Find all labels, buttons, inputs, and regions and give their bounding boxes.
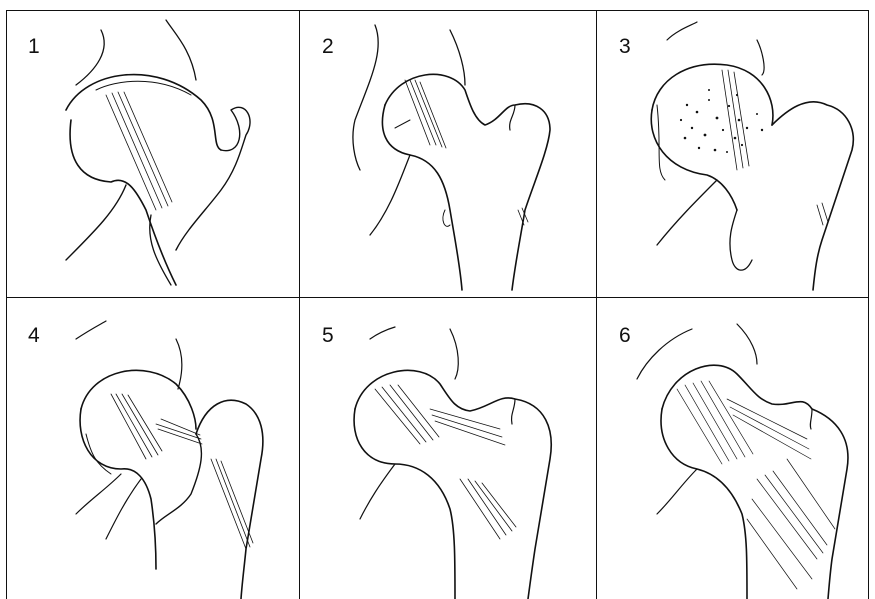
- femur-stage-1-drawing: [6, 10, 299, 297]
- panel-4: 4: [6, 299, 299, 599]
- grid-border-top: [6, 10, 869, 11]
- panel-3: 3: [597, 10, 869, 297]
- femur-stage-4-drawing: [6, 299, 299, 599]
- grid-border-right: [868, 10, 869, 599]
- grid-border-col-2: [596, 10, 597, 599]
- femur-stage-5-drawing: [300, 299, 596, 599]
- panel-1: 1: [6, 10, 299, 297]
- panel-5: 5: [300, 299, 596, 599]
- femur-stage-3-drawing: [597, 10, 869, 297]
- femur-stage-2-drawing: [300, 10, 596, 297]
- grid-border-col-1: [299, 10, 300, 599]
- grid-border-left: [6, 10, 7, 599]
- panel-2: 2: [300, 10, 596, 297]
- grid-border-middle: [6, 297, 869, 298]
- femur-stage-6-drawing: [597, 299, 869, 599]
- panel-6: 6: [597, 299, 869, 599]
